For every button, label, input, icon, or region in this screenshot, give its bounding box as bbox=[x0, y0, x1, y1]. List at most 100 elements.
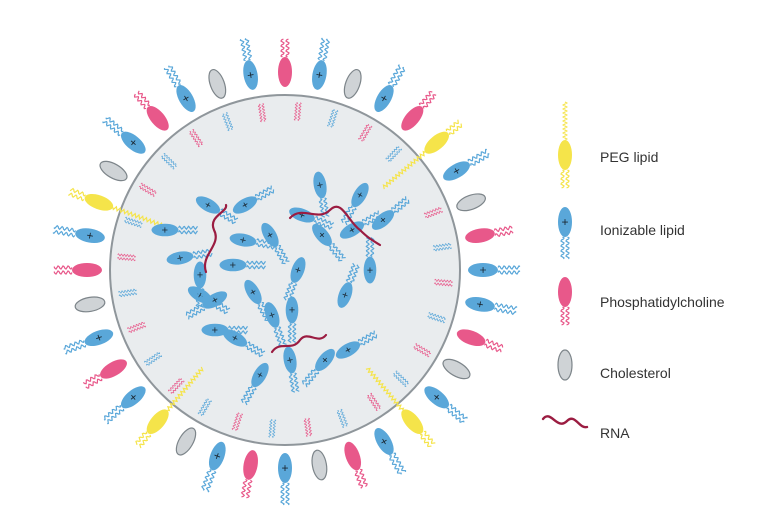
inner-pc-lipid bbox=[167, 378, 185, 394]
svg-text:+: + bbox=[208, 295, 222, 306]
core-ionizable-lipid: + bbox=[219, 258, 266, 272]
svg-text:+: + bbox=[239, 199, 253, 210]
inner-pc-lipid bbox=[127, 321, 147, 333]
legend-item-ionizable-lipid: + Ionizable lipid bbox=[540, 0, 758, 260]
svg-text:+: + bbox=[82, 231, 97, 240]
core-ionizable-lipid: + bbox=[232, 185, 275, 214]
core-ionizable-lipid: + bbox=[264, 302, 287, 347]
rna-strand bbox=[203, 203, 228, 274]
core-ionizable-lipid: + bbox=[285, 296, 299, 343]
outer-ion-lipid: + bbox=[312, 37, 331, 90]
inner-pc-lipid bbox=[231, 412, 244, 432]
core-ionizable-lipid: + bbox=[313, 171, 330, 218]
svg-text:+: + bbox=[472, 300, 487, 309]
rna-strand bbox=[288, 205, 382, 247]
legend-item-peg-lipid: PEG lipid bbox=[540, 65, 758, 189]
inner-ion-lipid bbox=[326, 108, 339, 128]
legend-label-peg-lipid: PEG lipid bbox=[600, 149, 659, 165]
outer-ion-lipid: + bbox=[278, 453, 292, 506]
svg-text:+: + bbox=[293, 264, 303, 277]
core-ionizable-lipid: + bbox=[301, 348, 335, 388]
svg-text:+: + bbox=[91, 332, 107, 343]
outer-ion-lipid: + bbox=[239, 38, 258, 90]
core-ionizable-lipid: + bbox=[337, 262, 360, 308]
nanoparticle-core bbox=[109, 94, 461, 446]
core-ionizable-lipid: + bbox=[151, 223, 198, 237]
outer-chol-lipid bbox=[99, 160, 128, 182]
outer-chol-lipid bbox=[343, 69, 362, 99]
svg-text:+: + bbox=[174, 254, 187, 262]
outer-pc-lipid bbox=[465, 225, 514, 243]
core-ionizable-lipid: + bbox=[166, 248, 213, 265]
svg-text:+: + bbox=[246, 67, 255, 82]
svg-text:+: + bbox=[286, 354, 294, 367]
outer-lipid-shell: +++++++++++++++ bbox=[52, 37, 521, 506]
inner-pc-lipid bbox=[413, 343, 432, 358]
inner-pc-lipid bbox=[303, 417, 313, 437]
inner-ion-lipid bbox=[336, 408, 348, 428]
cholesterol-icon bbox=[557, 349, 573, 381]
core-ionizable-lipid: + bbox=[335, 330, 378, 359]
rna-strand bbox=[270, 333, 328, 354]
inner-ion-lipid bbox=[222, 112, 234, 132]
outer-chol-lipid bbox=[311, 449, 328, 481]
inner-ion-lipid bbox=[161, 152, 177, 170]
outer-peg-lipid bbox=[382, 119, 463, 190]
core-ionizable-lipid: + bbox=[222, 329, 266, 358]
outer-ion-lipid: + bbox=[374, 64, 406, 112]
svg-text:+: + bbox=[316, 179, 324, 192]
ionizable-lipid-icon: + bbox=[558, 207, 572, 260]
svg-text:+: + bbox=[296, 210, 309, 220]
outer-pc-lipid bbox=[240, 450, 258, 499]
outer-ion-lipid: + bbox=[63, 329, 114, 355]
outer-ion-lipid: + bbox=[103, 386, 146, 425]
svg-text:+: + bbox=[289, 305, 295, 317]
inner-ion-lipid bbox=[144, 352, 163, 366]
outer-pc-lipid bbox=[133, 90, 169, 131]
inner-ion-lipid bbox=[385, 146, 403, 162]
legend: PEG lipid + Ionizable lipid Phosphatidyl… bbox=[540, 0, 758, 511]
core-ionizable-lipid: + bbox=[289, 207, 335, 230]
core-ionizable-lipid: + bbox=[185, 291, 228, 320]
outer-pc-lipid bbox=[82, 359, 127, 389]
core-ionizable-lipid: + bbox=[193, 261, 207, 308]
svg-text:+: + bbox=[210, 327, 222, 333]
outer-ion-lipid: + bbox=[374, 428, 407, 475]
outer-peg-lipid bbox=[68, 187, 166, 229]
inner-lipid-shell bbox=[117, 102, 453, 438]
outer-pc-lipid bbox=[344, 441, 368, 489]
outer-ion-lipid: + bbox=[443, 148, 490, 181]
phosphatidylcholine-icon bbox=[558, 277, 572, 326]
outer-chol-lipid bbox=[74, 296, 106, 313]
inner-pc-lipid bbox=[434, 278, 453, 287]
inner-ion-lipid bbox=[123, 216, 143, 229]
inner-pc-lipid bbox=[423, 207, 443, 219]
svg-text:+: + bbox=[202, 200, 216, 211]
svg-text:+: + bbox=[194, 290, 208, 301]
core-ionizable-lipid: + bbox=[283, 346, 300, 393]
outer-pc-lipid bbox=[278, 38, 292, 87]
svg-text:+: + bbox=[248, 286, 259, 300]
core-ionizable-lipid: + bbox=[229, 233, 277, 250]
outer-ion-lipid: + bbox=[424, 386, 468, 423]
svg-text:+: + bbox=[281, 461, 288, 475]
outer-chol-lipid bbox=[175, 427, 197, 456]
core-ionizable-lipid: + bbox=[261, 222, 290, 265]
svg-text:+: + bbox=[561, 215, 568, 229]
svg-text:+: + bbox=[354, 189, 365, 203]
core-ionizable-lipid: + bbox=[201, 323, 248, 337]
inner-ion-lipid bbox=[268, 419, 277, 438]
legend-item-cholesterol: Cholesterol bbox=[540, 0, 758, 381]
inner-pc-lipid bbox=[293, 102, 302, 121]
core-ionizable-lipid: + bbox=[240, 362, 269, 406]
svg-text:+: + bbox=[342, 344, 356, 355]
outer-pc-lipid bbox=[401, 90, 437, 131]
rna-icon bbox=[541, 415, 589, 429]
outer-pc-lipid bbox=[456, 329, 504, 353]
outer-ion-lipid: + bbox=[102, 117, 146, 154]
legend-label-rna: RNA bbox=[600, 425, 630, 441]
svg-text:+: + bbox=[160, 227, 172, 233]
core-ionizable-lipid: + bbox=[340, 182, 369, 226]
outer-chol-lipid bbox=[456, 193, 486, 212]
legend-label-cholesterol: Cholesterol bbox=[600, 365, 671, 381]
